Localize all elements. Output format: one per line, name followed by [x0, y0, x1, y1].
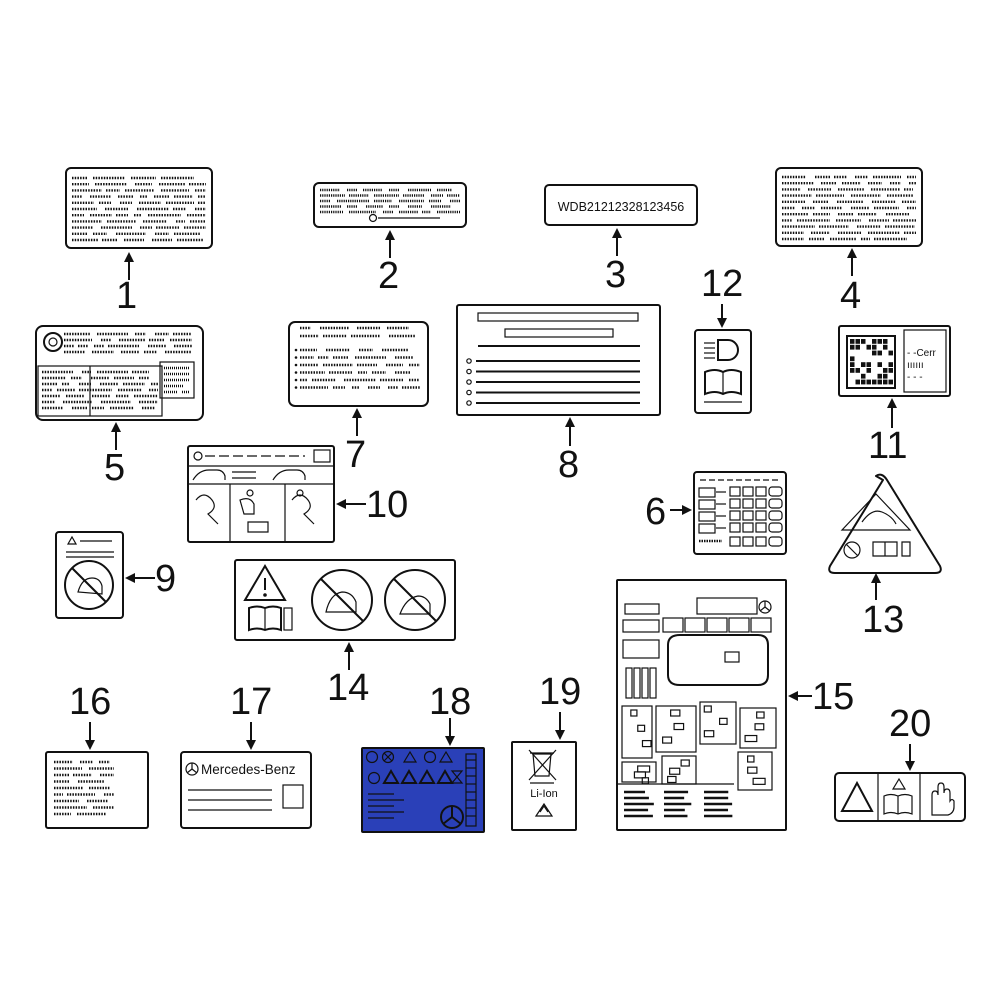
qr-code-icon — [846, 335, 896, 389]
part-number-8: 8 — [558, 444, 579, 486]
label-18[interactable] — [361, 747, 485, 833]
part-number-4: 4 — [840, 275, 861, 317]
part-number-11: 11 — [868, 425, 907, 467]
hand-icon — [931, 782, 955, 816]
label-11-text-a: - -Cerr — [907, 348, 937, 359]
label-11-text-b: ıııııı — [907, 360, 924, 371]
label-7[interactable] — [288, 321, 429, 407]
crossed-bin-icon — [528, 749, 557, 784]
label-6[interactable] — [693, 471, 787, 555]
part-number-16: 16 — [69, 681, 111, 723]
airbag-icon — [195, 494, 219, 525]
label-7-text-lines — [294, 326, 420, 389]
label-9[interactable] — [55, 531, 124, 619]
label-15-blocks — [618, 603, 777, 818]
part-number-10: 10 — [366, 484, 408, 526]
label-4[interactable] — [775, 167, 923, 247]
part-number-18: 18 — [429, 681, 471, 723]
part-number-19: 19 — [539, 671, 581, 713]
label-8[interactable] — [456, 304, 661, 416]
label-1[interactable] — [65, 167, 213, 249]
part-number-7: 7 — [345, 434, 366, 476]
part-number-17: 17 — [230, 681, 272, 723]
label-18-warning-icons — [365, 750, 477, 827]
tire-icon — [43, 332, 63, 352]
label-10[interactable] — [187, 445, 335, 543]
label-15[interactable] — [616, 579, 787, 831]
vin-text: WDB21212328123456 — [558, 200, 685, 214]
part-number-1: 1 — [116, 275, 137, 317]
label-14[interactable] — [234, 559, 456, 641]
label-17[interactable]: Mercedes-Benz — [180, 751, 312, 829]
headlight-icon — [704, 339, 739, 361]
label-6-fuse-grid — [698, 479, 783, 547]
warning-triangle-icon — [243, 564, 287, 601]
part-number-2: 2 — [378, 255, 399, 297]
part-number-5: 5 — [104, 447, 125, 489]
label-4-text-lines — [782, 175, 916, 241]
label-18-background — [361, 747, 485, 833]
part-number-6: 6 — [645, 491, 666, 533]
no-child-seat-rear-icon — [384, 569, 446, 631]
warning-triangle-icon — [66, 535, 78, 545]
warning-triangle-icon — [828, 473, 942, 574]
label-2[interactable] — [313, 182, 467, 228]
label-2-text-lines — [320, 188, 460, 214]
manual-book-icon — [883, 793, 913, 815]
label-2-hole-icon — [368, 213, 378, 223]
part-number-14: 14 — [327, 667, 369, 709]
part-number-15: 15 — [812, 676, 854, 718]
part-number-12: 12 — [701, 263, 743, 305]
manual-book-icon — [248, 605, 282, 632]
no-child-seat-icon — [311, 569, 373, 631]
label-1-text-lines — [72, 176, 206, 242]
mercedes-star-icon — [758, 600, 772, 614]
qr-code-cells — [850, 339, 893, 385]
label-16-text-lines — [54, 760, 114, 816]
label-8-text-lines — [466, 312, 640, 406]
label-16[interactable] — [45, 751, 149, 829]
label-19[interactable]: Li-Ion — [511, 741, 577, 831]
car-seat-icon — [192, 469, 226, 481]
label-5[interactable] — [35, 325, 204, 421]
manual-book-icon — [872, 541, 898, 557]
label-13[interactable] — [828, 473, 942, 574]
brand-text: Mercedes-Benz — [201, 762, 296, 777]
manual-book-icon — [313, 449, 331, 463]
part-number-20: 20 — [889, 703, 931, 745]
label-5-text-lines — [42, 332, 192, 410]
label-12[interactable] — [694, 329, 752, 414]
label-20[interactable] — [834, 772, 966, 822]
mercedes-star-icon — [185, 762, 199, 776]
label-11[interactable]: - -Cerr ıııııı - - - — [838, 325, 951, 397]
warning-triangle-icon — [840, 780, 874, 812]
car-top-view-icon — [667, 634, 769, 686]
recycle-icon — [534, 802, 554, 817]
part-number-3: 3 — [605, 254, 626, 296]
part-number-9: 9 — [155, 558, 176, 600]
label-11-text-c: - - - — [907, 372, 923, 383]
mercedes-star-icon — [440, 805, 464, 829]
battery-type-text: Li-Ion — [530, 788, 558, 800]
label-3[interactable]: WDB21212328123456 — [544, 184, 698, 226]
no-child-seat-icon — [843, 541, 861, 559]
part-number-13: 13 — [862, 599, 904, 641]
manual-book-icon — [704, 369, 742, 396]
no-child-seat-icon — [64, 560, 114, 610]
